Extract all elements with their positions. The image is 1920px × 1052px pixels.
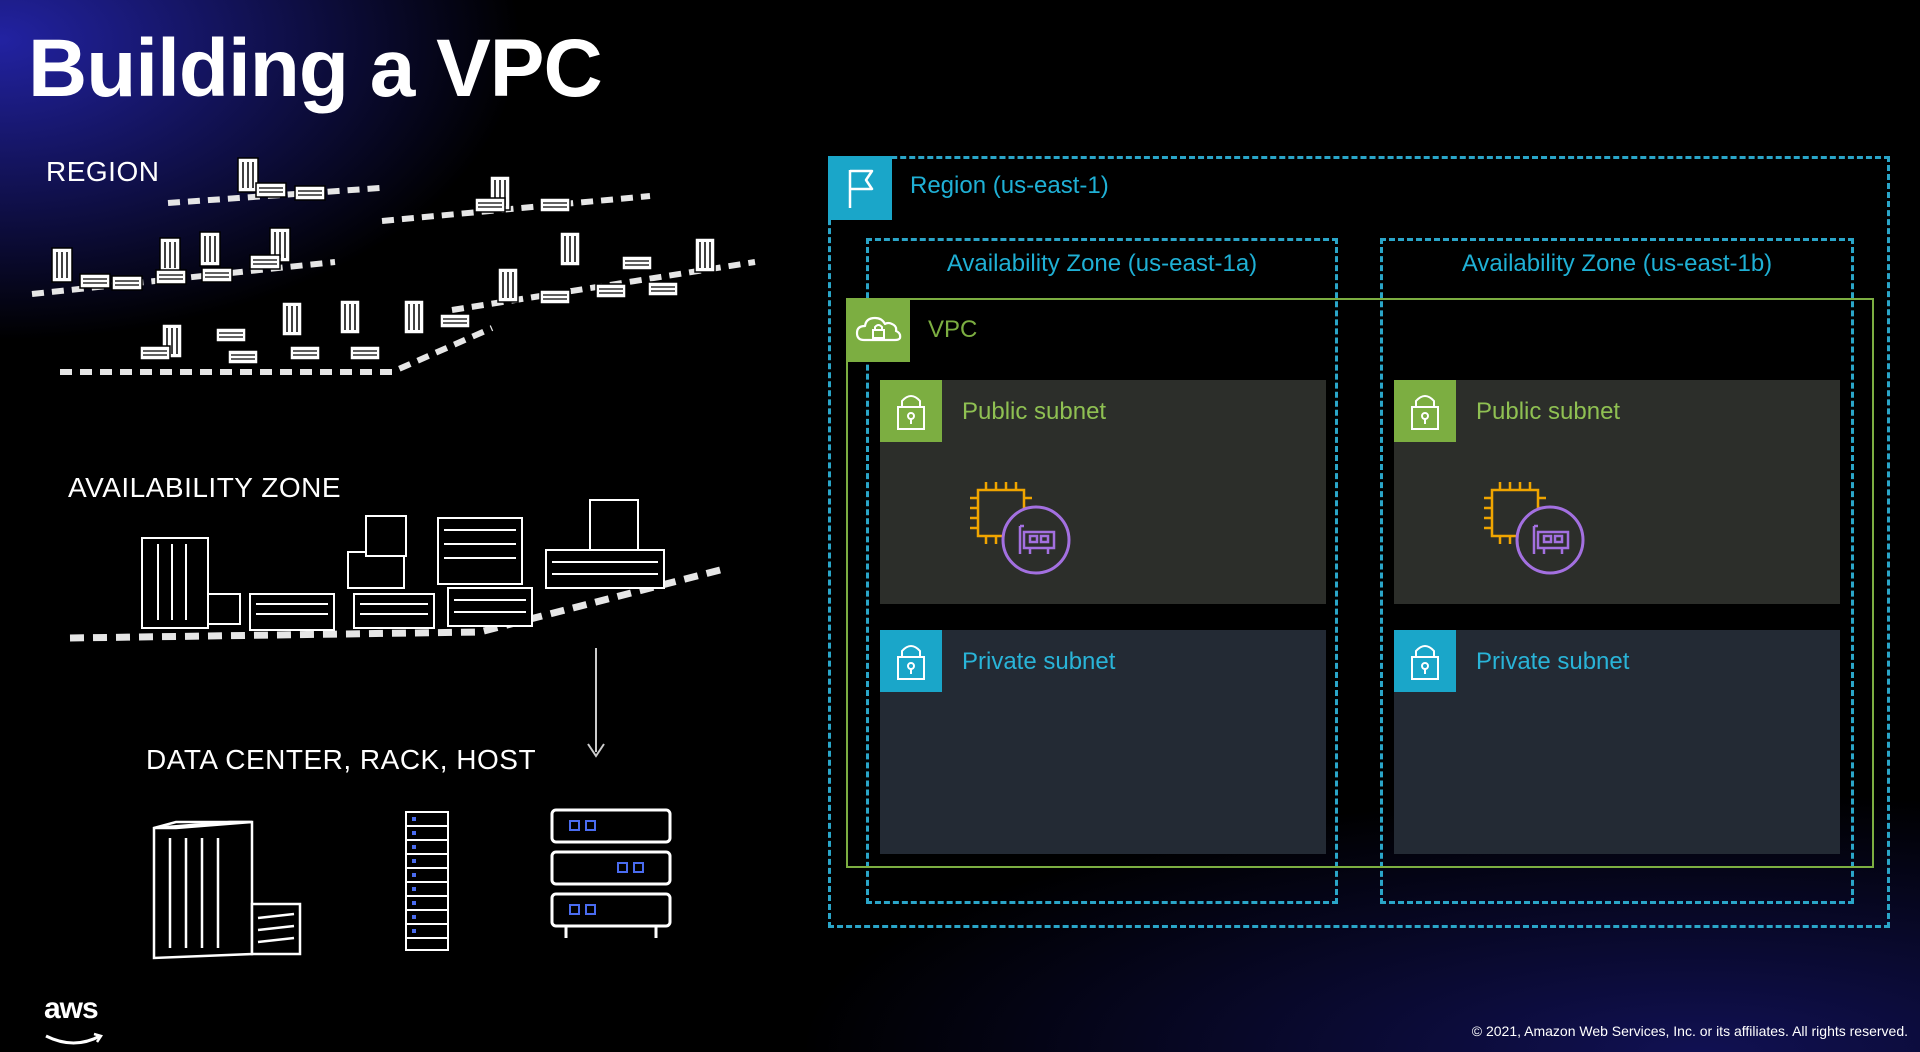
region-flag-icon — [828, 156, 892, 220]
region-city-icon — [31, 157, 756, 375]
padlock-icon — [1394, 630, 1456, 692]
region-tier-label: REGION — [46, 156, 160, 187]
slide-title: Building a VPC — [28, 23, 603, 114]
vpc-cloud-icon — [846, 298, 910, 362]
rack-icon — [405, 811, 449, 951]
arrow-down-icon — [587, 648, 605, 758]
data-center-icon — [152, 820, 302, 960]
data-center-tier-label: DATA CENTER, RACK, HOST — [146, 744, 537, 775]
ec2-instance-icon — [1484, 482, 1585, 575]
padlock-icon — [880, 380, 942, 442]
public-subnet-b: Public subnet — [1394, 380, 1840, 604]
availability-zone-b-label: Availability Zone (us-east-1b) — [1461, 250, 1773, 277]
network-interface-icon — [1018, 524, 1056, 554]
vpc-boundary — [846, 298, 1874, 868]
availability-zone-campus-icon — [69, 499, 729, 642]
availability-zone-a-boundary — [866, 238, 1338, 904]
ec2-instance-icon — [970, 482, 1071, 575]
public-subnet-label: Public subnet — [1476, 398, 1621, 425]
aws-logo: aws — [44, 992, 99, 1025]
host-server-icon — [550, 808, 672, 938]
availability-zone-tier-label: AVAILABILITY ZONE — [68, 472, 342, 503]
public-subnet-a: Public subnet — [880, 380, 1326, 604]
private-subnet-label: Private subnet — [962, 648, 1116, 675]
availability-zone-a-label: Availability Zone (us-east-1a) — [946, 250, 1258, 277]
private-subnet-b: Private subnet — [1394, 630, 1840, 854]
public-subnet-label: Public subnet — [962, 398, 1107, 425]
padlock-icon — [1394, 380, 1456, 442]
infrastructure-illustration — [31, 157, 756, 960]
region-boundary — [828, 156, 1890, 928]
private-subnet-label: Private subnet — [1476, 648, 1630, 675]
aws-smile-icon — [45, 1032, 103, 1045]
availability-zone-b-boundary — [1380, 238, 1854, 904]
region-label: Region (us-east-1) — [910, 172, 1109, 199]
padlock-icon — [880, 630, 942, 692]
private-subnet-a: Private subnet — [880, 630, 1326, 854]
copyright-notice: © 2021, Amazon Web Services, Inc. or its… — [1471, 1023, 1908, 1039]
network-interface-icon — [1532, 524, 1570, 554]
vpc-label: VPC — [928, 316, 978, 343]
